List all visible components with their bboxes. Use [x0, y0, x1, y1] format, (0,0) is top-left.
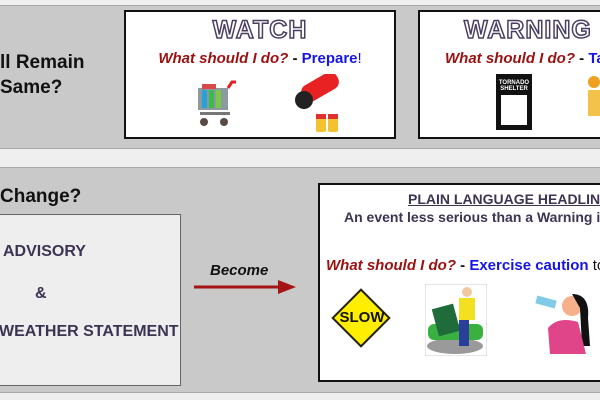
ask-text: What should I do?: [326, 257, 456, 274]
woman-drinking-water-icon: [535, 294, 590, 354]
tornado-shelter-sign-icon: TORNADO SHELTER: [496, 74, 532, 130]
weather-statement-label: WEATHER STATEMENT: [0, 323, 179, 340]
action-text: Exercise caution: [469, 257, 589, 274]
ask-text: What should I do?: [445, 50, 575, 67]
slow-sign-text: SLOW: [339, 309, 385, 326]
headline-label: PLAIN LANGUAGE HEADLIN: [408, 191, 600, 207]
action-text: Ta: [588, 50, 600, 67]
dash: -: [455, 257, 470, 274]
person-trash-can-icon: [425, 284, 487, 356]
sign-text: TORNADO: [498, 80, 530, 86]
warning-title: WARNING: [463, 15, 592, 45]
arrow-right-icon: [194, 280, 296, 294]
old-products-box: ADVISORY & WEATHER STATEMENT: [0, 214, 181, 386]
dash: -: [288, 50, 302, 67]
action-text: Prepare: [301, 50, 358, 67]
watch-card: WATCH What should I do? - Prepare!: [124, 10, 396, 139]
shopping-cart-icon: [198, 80, 236, 126]
watch-title: WATCH: [212, 15, 308, 45]
person-shelter-icon: [588, 76, 600, 116]
remain-same-panel: ll Remain Same? WATCH What should I do? …: [0, 5, 600, 149]
plain-language-card: PLAIN LANGUAGE HEADLIN An event less ser…: [318, 183, 600, 382]
description-text: An event less serious than a Warning i: [344, 209, 600, 225]
warning-card: WARNING What should I do? - Ta TORNADO S…: [418, 10, 600, 139]
warning-instruction: What should I do? - Ta: [445, 50, 600, 67]
question-line: Same?: [0, 77, 63, 98]
dash: -: [574, 50, 589, 67]
sign-text: SHELTER: [500, 86, 528, 92]
change-question: Change?: [0, 186, 82, 207]
suffix: to: [592, 257, 600, 274]
ampersand: &: [35, 285, 47, 302]
advisory-label: ADVISORY: [3, 243, 86, 260]
flashlight-batteries-icon: [295, 74, 339, 132]
become-label: Become: [210, 262, 269, 279]
question-line: ll Remain: [0, 52, 85, 73]
new-instruction: What should I do? - Exercise caution to: [326, 257, 600, 274]
watch-instruction: What should I do? - Prepare!: [126, 50, 394, 67]
remain-question: ll Remain Same?: [0, 50, 84, 100]
change-panel: Change? ADVISORY & WEATHER STATEMENT Bec…: [0, 167, 600, 393]
ask-text: What should I do?: [158, 50, 289, 67]
suffix: !: [357, 50, 362, 67]
